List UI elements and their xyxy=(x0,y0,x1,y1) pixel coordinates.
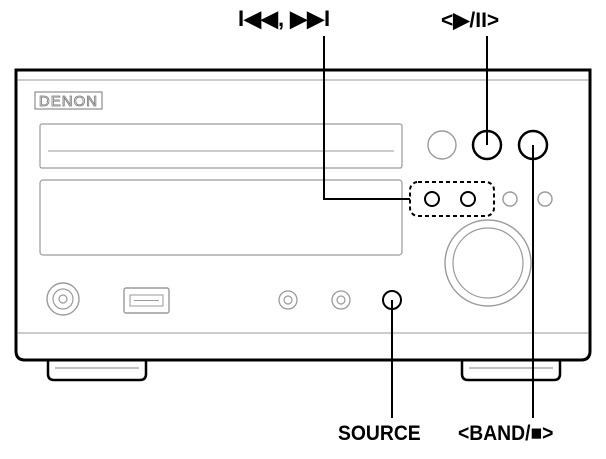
band-stop-label: <BAND/■> xyxy=(458,422,554,445)
disc-slot xyxy=(39,123,403,169)
brand-logo: DENON xyxy=(39,93,98,110)
side-button-1[interactable] xyxy=(502,191,518,207)
skip-buttons-label: I◀◀, ▶▶I xyxy=(238,6,331,31)
display-window xyxy=(39,179,403,256)
headphone-jack-inner xyxy=(58,294,68,304)
skip-leader-line xyxy=(323,36,410,200)
brand-logo-frame xyxy=(34,91,103,110)
skip-forward-button[interactable] xyxy=(460,191,476,207)
skip-back-button[interactable] xyxy=(424,191,440,207)
play-pause-label: <▶/II> xyxy=(441,9,500,32)
open-close-button[interactable] xyxy=(427,130,457,160)
source-label: SOURCE xyxy=(338,422,421,445)
volume-knob-inner xyxy=(452,227,524,299)
knob-b-inner xyxy=(336,295,346,305)
side-button-2[interactable] xyxy=(537,191,553,207)
knob-a-inner xyxy=(283,295,293,305)
